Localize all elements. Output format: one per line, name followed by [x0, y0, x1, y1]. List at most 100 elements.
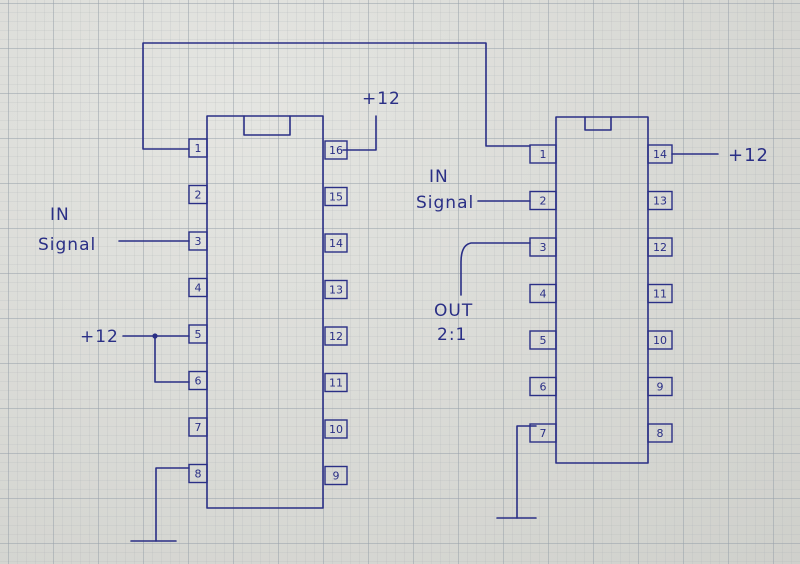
ic-pin: 7 — [188, 417, 208, 437]
ic-pin-number: 11 — [329, 377, 343, 390]
ic-pin: 1 — [529, 144, 557, 164]
ic-pin-number: 1 — [195, 142, 202, 155]
ic-pin: 9 — [647, 376, 673, 397]
ic-pin: 14 — [324, 233, 348, 253]
ic-pin-box — [188, 138, 208, 158]
ic-pin-number: 4 — [540, 288, 547, 301]
ic-pin: 11 — [647, 283, 673, 304]
ic-pin-box — [324, 186, 348, 207]
ic-left-notch — [243, 115, 291, 136]
label-out: OUT — [434, 301, 473, 321]
ic-pin-number: 1 — [540, 148, 547, 161]
ic-pin-number: 12 — [653, 241, 667, 254]
ic-pin-box — [647, 283, 673, 304]
ic-pin: 4 — [529, 283, 557, 304]
ic-pin: 12 — [647, 237, 673, 257]
ic-pin-number: 5 — [195, 328, 202, 341]
ic-pin: 13 — [324, 279, 348, 300]
ic-pin-number: 13 — [653, 195, 667, 208]
ic-pin-number: 8 — [657, 427, 664, 440]
label-left-in: IN — [50, 205, 70, 225]
ic-pin-number: 14 — [653, 148, 667, 161]
ic-pin: 10 — [324, 419, 348, 439]
ic-pin-box — [647, 237, 673, 257]
ic-pin: 2 — [188, 184, 208, 205]
ic-pin-number: 11 — [653, 288, 667, 301]
ic-pin-number: 9 — [333, 470, 340, 483]
ic-pin: 6 — [188, 370, 208, 391]
ic-pin-number: 2 — [195, 189, 202, 202]
ic-pin: 4 — [188, 277, 208, 298]
ic-pin-box — [529, 237, 557, 257]
ic-pin-box — [529, 376, 557, 397]
label-right-in: IN — [429, 167, 449, 187]
ic-pin-box — [529, 423, 557, 443]
ic-pin: 2 — [529, 190, 557, 211]
ic-pin: 8 — [188, 463, 208, 484]
ic-pin: 6 — [529, 376, 557, 397]
ic-pin: 13 — [647, 190, 673, 211]
wire-pin1-to-pin1 — [142, 42, 531, 150]
ic-pin-number: 2 — [540, 195, 547, 208]
ic-pin: 3 — [188, 231, 208, 251]
ic-pin-number: 3 — [195, 235, 202, 248]
ic-pin: 12 — [324, 326, 348, 346]
ic-pin-box — [324, 465, 348, 486]
ic-pin-number: 12 — [329, 330, 343, 343]
ic-pin: 7 — [529, 423, 557, 443]
ic-pin-box — [188, 324, 208, 344]
label-left-plus12-side: +12 — [80, 327, 119, 347]
ic-pin: 14 — [647, 144, 673, 164]
ic-pin-number: 6 — [540, 381, 547, 394]
label-left-plus12-top: +12 — [362, 89, 401, 109]
ic-pin-number: 8 — [195, 468, 202, 481]
ic-pin: 3 — [529, 237, 557, 257]
ic-pin-box — [529, 283, 557, 304]
ic-pin-box — [188, 370, 208, 391]
ic-pin-box — [647, 423, 673, 443]
ic-pin-number: 14 — [329, 237, 343, 250]
ic-pin: 9 — [324, 465, 348, 486]
ic-pin-box — [188, 463, 208, 484]
ic-pin-box — [647, 190, 673, 211]
wire-right-out — [460, 242, 531, 296]
ic-pin-number: 13 — [329, 284, 343, 297]
ic-pin: 5 — [188, 324, 208, 344]
ic-pin-number: 4 — [195, 282, 202, 295]
ic-pin: 1 — [188, 138, 208, 158]
ic-pin-number: 9 — [657, 381, 664, 394]
ic-right-left-pins: 1 2 3 4 5 6 7 — [529, 144, 557, 443]
ic-pin-number: 10 — [653, 334, 667, 347]
wire-left-ground — [155, 467, 190, 542]
wire-right-ground — [516, 425, 537, 519]
ic-pin-number: 10 — [329, 423, 343, 436]
ic-pin-box — [529, 144, 557, 164]
ic-pin-box — [188, 417, 208, 437]
ic-pin-box — [324, 326, 348, 346]
junction-dot — [152, 333, 158, 339]
ic-right-right-pins: 14 13 12 11 10 9 8 — [647, 144, 673, 443]
wire-pin5-to-pin6 — [154, 335, 190, 383]
ic-pin-number: 3 — [540, 241, 547, 254]
ic-pin: 10 — [647, 330, 673, 350]
ic-right-notch — [584, 116, 612, 131]
ic-left-body — [206, 115, 324, 509]
ic-pin: 5 — [529, 330, 557, 350]
ic-pin-box — [324, 372, 348, 393]
ic-pin-number: 7 — [195, 421, 202, 434]
label-ratio: 2:1 — [437, 325, 467, 345]
wire-left-plus12-top — [342, 115, 377, 151]
ic-pin-number: 7 — [540, 427, 547, 440]
ic-left-left-pins: 1 2 3 4 5 6 7 8 — [188, 138, 208, 484]
label-right-plus12: +12 — [728, 145, 769, 166]
ic-pin-box — [188, 184, 208, 205]
label-left-signal: Signal — [38, 235, 96, 255]
ic-pin-box — [188, 277, 208, 298]
ic-pin: 15 — [324, 186, 348, 207]
ic-pin-box — [324, 233, 348, 253]
